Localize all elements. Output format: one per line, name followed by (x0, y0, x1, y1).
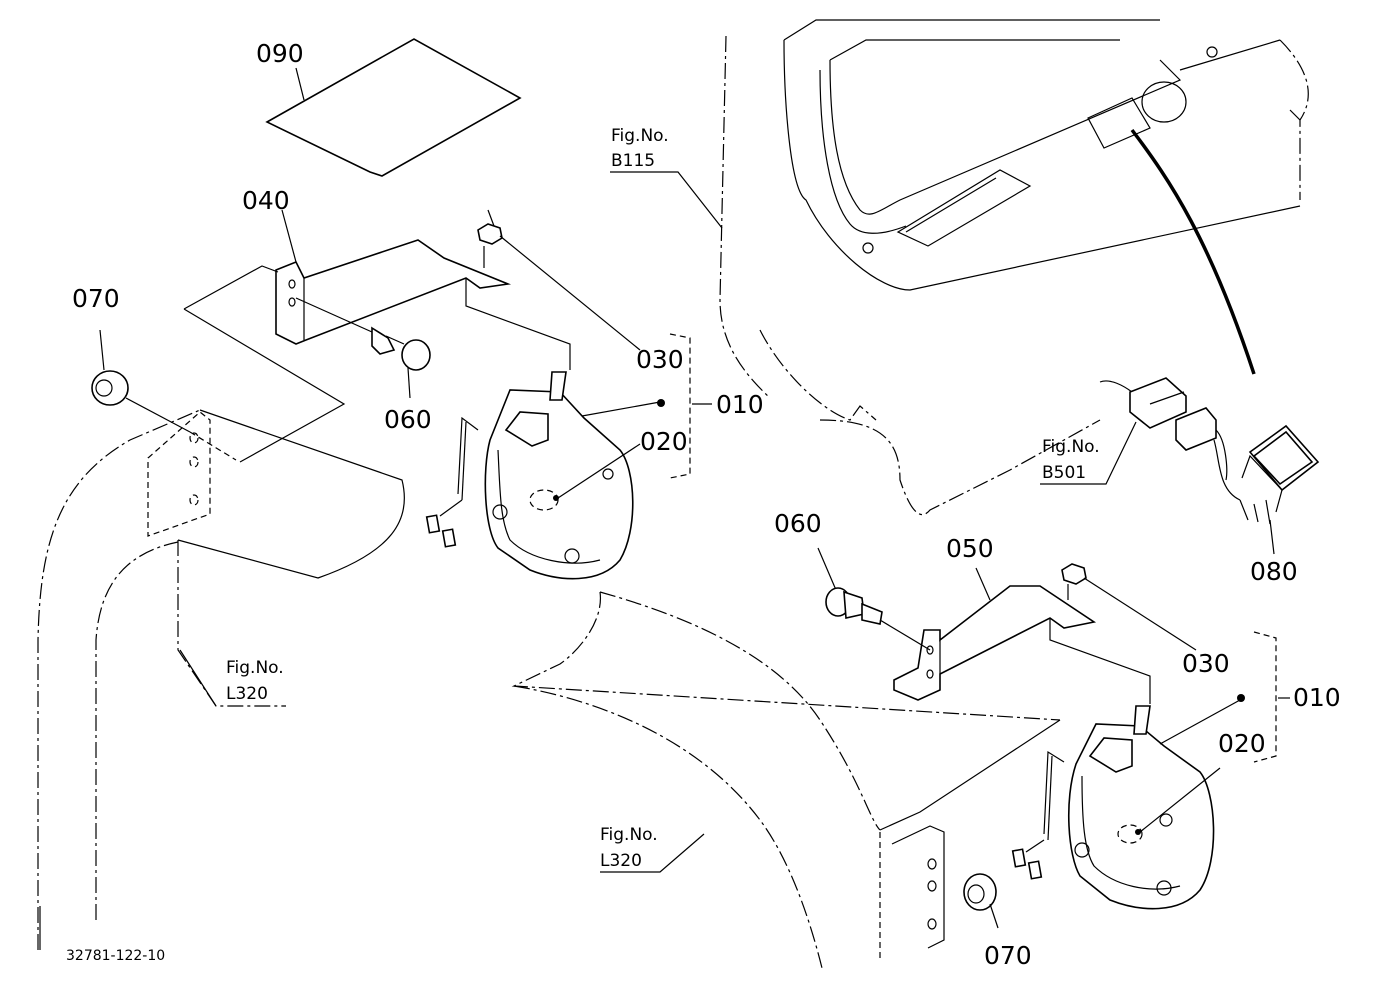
fig-ref-b115-label: Fig.No. (611, 126, 669, 146)
label-060-bottom: 060 (774, 509, 822, 538)
label-010-bottom: 010 (1293, 683, 1341, 712)
fig-ref-b115-number: B115 (611, 151, 655, 171)
bolt-060-top (295, 297, 431, 399)
label-030-top: 030 (636, 345, 684, 374)
label-070-top: 070 (72, 284, 120, 313)
fig-ref-l320-left-number: L320 (226, 684, 268, 704)
fig-ref-b501-label: Fig.No. (1042, 437, 1100, 457)
sheet-090 (265, 38, 522, 177)
label-050: 050 (946, 534, 994, 563)
bracket-050 (893, 567, 1097, 701)
fig-ref-l320-mid-label: Fig.No. (600, 825, 658, 845)
cab-outline (719, 19, 1309, 516)
fig-ref-b501-number: B501 (1042, 463, 1086, 483)
label-040: 040 (242, 186, 290, 215)
label-020-top: 020 (640, 427, 688, 456)
fender-left (37, 409, 405, 950)
work-lamp-top (425, 333, 712, 580)
document-number: 32781-122-10 (66, 948, 165, 964)
label-010-top: 010 (716, 390, 764, 419)
work-lamp-bottom (1011, 631, 1290, 910)
label-070-bottom: 070 (984, 941, 1032, 970)
label-080: 080 (1250, 557, 1298, 586)
bolt-060-bottom (817, 547, 931, 651)
fender-bottom (511, 591, 1061, 969)
nut-070-bottom (963, 873, 999, 929)
nut-030-top (477, 209, 641, 351)
label-090: 090 (256, 39, 304, 68)
nut-030-bottom (1061, 563, 1197, 651)
fig-ref-l320-mid-number: L320 (600, 851, 642, 871)
fig-ref-l320-left-label: Fig.No. (226, 658, 284, 678)
label-030-bottom: 030 (1182, 649, 1230, 678)
label-020-bottom: 020 (1218, 729, 1266, 758)
bracket-040 (275, 209, 512, 345)
switch-080 (1099, 128, 1320, 555)
nut-070-top (91, 329, 237, 461)
label-060-top: 060 (384, 405, 432, 434)
